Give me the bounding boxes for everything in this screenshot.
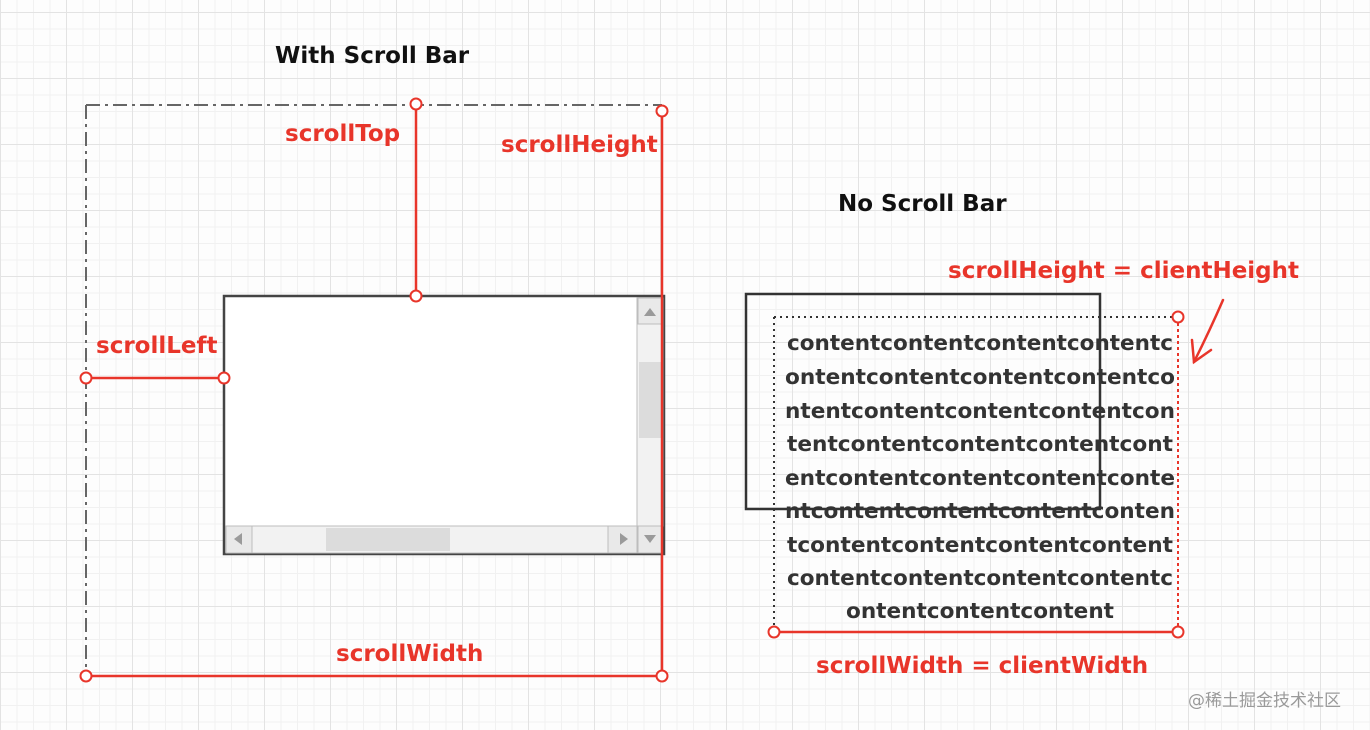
content-line: ontentcontentcontent bbox=[846, 599, 1114, 623]
content-line: ntcontentcontentcontentconten bbox=[785, 499, 1175, 523]
content-line: contentcontentcontentcontentc bbox=[787, 331, 1173, 355]
label-scroll-height-eq-client-height: scrollHeight = clientHeight bbox=[948, 258, 1299, 284]
pointer-arrow-icon bbox=[1190, 298, 1225, 365]
content-line: contentcontentcontentcontentc bbox=[787, 566, 1173, 590]
endpoint-dot bbox=[767, 625, 781, 639]
label-scroll-height: scrollHeight bbox=[501, 132, 658, 158]
horizontal-scrollbar[interactable] bbox=[225, 525, 663, 554]
endpoint-dot bbox=[409, 289, 423, 303]
triangle-left-icon bbox=[234, 533, 242, 545]
label-scroll-left: scrollLeft bbox=[96, 333, 218, 359]
content-line: tcontentcontentcontentcontent bbox=[787, 533, 1173, 557]
viewport-frame bbox=[222, 294, 666, 556]
label-scroll-width-eq-client-width: scrollWidth = clientWidth bbox=[816, 653, 1148, 679]
content-line: tentcontentcontentcontentcont bbox=[787, 432, 1173, 456]
horizontal-scrollbar-thumb[interactable] bbox=[326, 528, 450, 551]
title-no-scrollbar: No Scroll Bar bbox=[838, 191, 1007, 217]
content-text-block: contentcontentcontentcontentc ontentcont… bbox=[785, 331, 1175, 623]
triangle-right-icon bbox=[620, 533, 628, 545]
endpoint-dot bbox=[1171, 625, 1185, 639]
endpoint-dot bbox=[217, 371, 231, 385]
endpoint-dot bbox=[655, 104, 669, 118]
label-scroll-width: scrollWidth bbox=[336, 641, 483, 667]
vertical-scrollbar[interactable] bbox=[636, 297, 664, 527]
measurement-lines bbox=[86, 104, 664, 678]
endpoint-dot bbox=[409, 97, 423, 111]
content-line: ntentcontentcontentcontentcon bbox=[785, 399, 1175, 423]
no-scroll-viewport-box bbox=[744, 292, 1102, 511]
endpoint-dot bbox=[79, 669, 93, 683]
viewport-window bbox=[222, 294, 666, 556]
content-line: ontentcontentcontentcontentco bbox=[785, 365, 1175, 389]
label-scroll-top: scrollTop bbox=[285, 121, 400, 147]
watermark: @稀土掘金技术社区 bbox=[1188, 691, 1341, 711]
endpoint-dot bbox=[655, 669, 669, 683]
measurement-endpoints bbox=[79, 97, 669, 683]
client-endpoints bbox=[767, 310, 1185, 639]
triangle-up-icon bbox=[644, 308, 656, 316]
vertical-scrollbar-thumb[interactable] bbox=[639, 362, 661, 438]
endpoint-dot bbox=[1171, 310, 1185, 324]
content-line: entcontentcontentcontentconte bbox=[785, 466, 1175, 490]
title-with-scrollbar: With Scroll Bar bbox=[275, 43, 470, 69]
triangle-down-icon bbox=[644, 535, 656, 543]
endpoint-dot bbox=[79, 371, 93, 385]
